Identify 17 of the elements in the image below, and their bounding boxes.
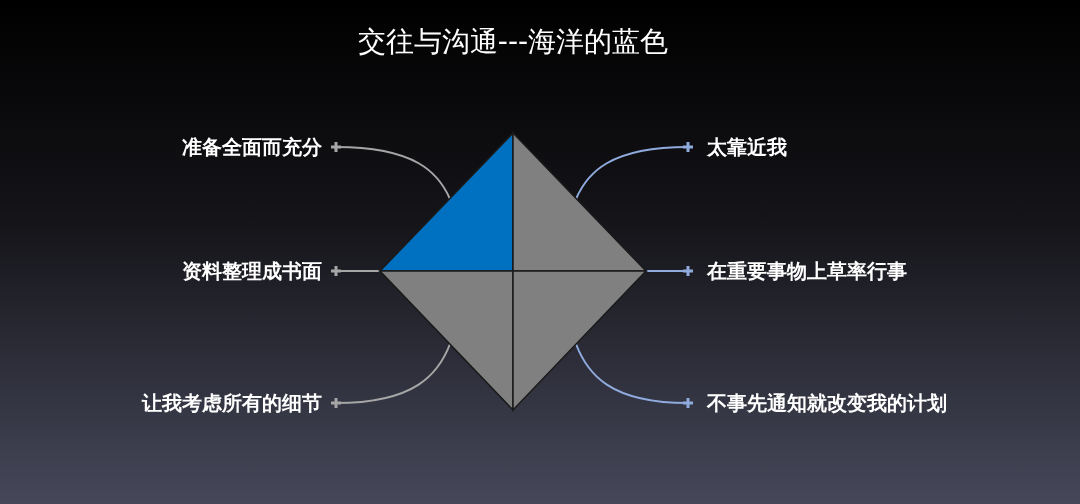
connector-line bbox=[575, 343, 695, 410]
callout-text: 资料整理成书面 bbox=[182, 258, 322, 284]
callout-text: 准备全面而充分 bbox=[182, 134, 322, 160]
callout-text: 太靠近我 bbox=[707, 134, 787, 160]
triangle-segment bbox=[378, 131, 514, 272]
triangle-segment bbox=[512, 131, 648, 272]
callout-text: 在重要事物上草率行事 bbox=[707, 258, 907, 284]
triangle-segment bbox=[378, 270, 514, 412]
callout-text: 不事先通知就改变我的计划 bbox=[707, 390, 947, 416]
connector-line bbox=[575, 140, 695, 200]
connector-line bbox=[329, 140, 451, 200]
connector-line bbox=[645, 264, 695, 278]
triangle-segment bbox=[512, 270, 648, 412]
title: 交往与沟通---海洋的蓝色 bbox=[356, 24, 670, 60]
connector-line bbox=[329, 264, 381, 278]
callout-text: 让我考虑所有的细节 bbox=[142, 390, 322, 416]
connector-line bbox=[329, 343, 451, 410]
